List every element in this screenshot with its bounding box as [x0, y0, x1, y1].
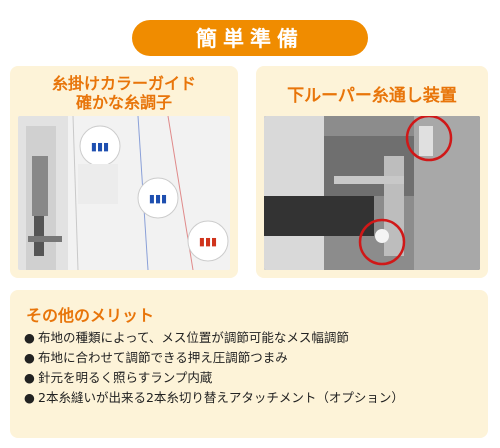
thread-color-guide-panel: 糸掛けカラーガイド 確かな糸調子 ▮▮▮ ▮▮▮ ▮▮▮ [10, 66, 238, 278]
lower-looper-threader-panel: 下ルーパー糸通し装置 [256, 66, 488, 278]
svg-text:▮▮▮: ▮▮▮ [199, 235, 217, 248]
panel-heading: 糸掛けカラーガイド 確かな糸調子 [10, 74, 238, 112]
section-title: 簡単準備 [132, 20, 368, 56]
panel-heading: 下ルーパー糸通し装置 [287, 86, 457, 106]
merits-heading: その他のメリット [26, 306, 155, 325]
panel-heading-line1: 糸掛けカラーガイド [51, 74, 196, 93]
bullet-icon: ● [24, 370, 35, 385]
other-merits-panel: その他のメリット ●布地の種類によって、メス位置が調節可能なメス幅調節 ●布地に… [10, 290, 488, 438]
svg-text:▮▮▮: ▮▮▮ [149, 192, 167, 205]
bullet-icon: ● [24, 350, 35, 365]
svg-text:▮▮▮: ▮▮▮ [91, 140, 109, 153]
bullet-icon: ● [24, 390, 35, 405]
list-item: ●布地に合わせて調節できる押え圧調節つまみ [24, 348, 404, 368]
list-item: ●針元を明るく照らすランプ内蔵 [24, 368, 404, 388]
bullet-icon: ● [24, 330, 35, 345]
thread-tension-dials-photo: ▮▮▮ ▮▮▮ ▮▮▮ [18, 116, 230, 270]
list-item: ●布地の種類によって、メス位置が調節可能なメス幅調節 [24, 328, 404, 348]
list-item: ●2本糸縫いが出来る2本糸切り替えアタッチメント（オプション） [24, 388, 404, 408]
lower-looper-threader-photo [264, 116, 480, 270]
panel-heading-line2: 確かな糸調子 [75, 93, 172, 112]
merits-list: ●布地の種類によって、メス位置が調節可能なメス幅調節 ●布地に合わせて調節できる… [24, 328, 404, 408]
